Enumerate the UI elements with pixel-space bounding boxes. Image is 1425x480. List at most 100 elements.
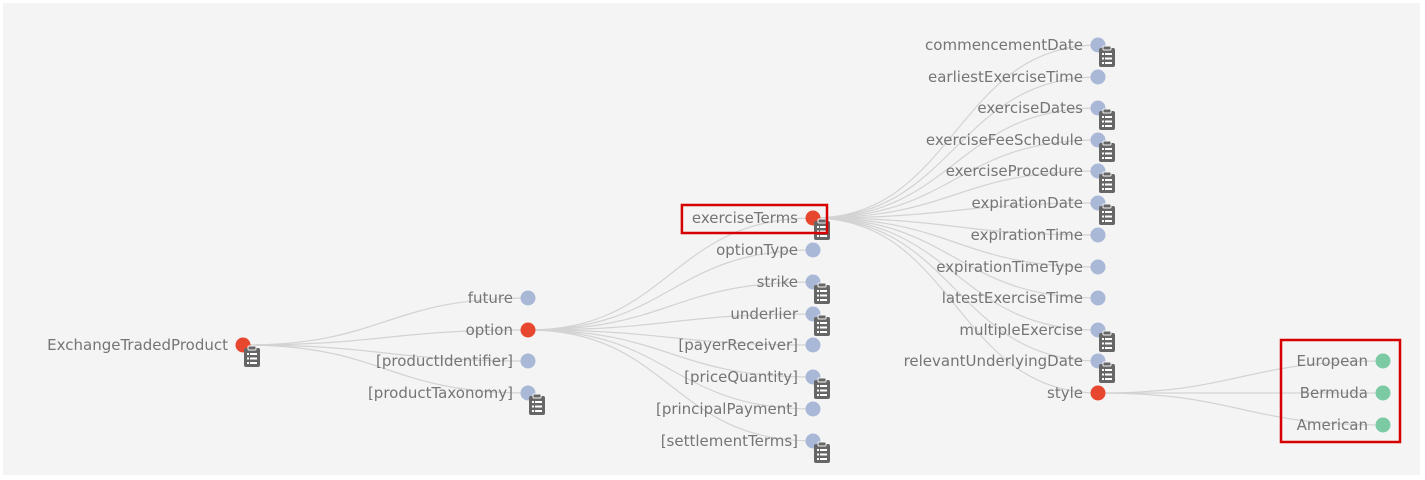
clipboard-icon[interactable] (1099, 108, 1115, 130)
clipboard-icon[interactable] (1099, 203, 1115, 225)
tree-node-product-identifier[interactable]: [productIdentifier] (376, 352, 536, 370)
tree-edges (242, 44, 1384, 442)
tree-edge (527, 329, 814, 442)
tree-edge (812, 217, 1099, 268)
tree-node-settlement-terms[interactable]: [settlementTerms] (661, 432, 821, 450)
node-label[interactable]: strike (757, 273, 798, 291)
node-label[interactable]: relevantUnderlyingDate (904, 352, 1083, 370)
node-circle[interactable] (1375, 417, 1391, 433)
tree-node-underlier[interactable]: underlier (730, 305, 821, 323)
tree-node-european[interactable]: European (1297, 352, 1391, 370)
tree-node-american[interactable]: American (1297, 416, 1391, 434)
node-label[interactable]: commencementDate (925, 36, 1083, 54)
node-label[interactable]: [principalPayment] (656, 400, 798, 418)
tree-node-expiration-time[interactable]: expirationTime (971, 226, 1106, 244)
highlight-box-exercise-terms (680, 203, 829, 235)
tree-edge (242, 297, 529, 346)
clipboard-icon[interactable] (814, 441, 830, 463)
node-label[interactable]: expirationTime (971, 226, 1083, 244)
node-label[interactable]: latestExerciseTime (942, 289, 1083, 307)
tree-edge (812, 139, 1099, 219)
node-label[interactable]: option (466, 321, 513, 339)
clipboard-icon[interactable] (814, 314, 830, 336)
node-circle[interactable] (520, 353, 536, 369)
node-label[interactable]: style (1047, 384, 1083, 402)
tree-edge (527, 329, 814, 346)
tree-node-exercise-procedure[interactable]: exerciseProcedure (946, 162, 1106, 180)
node-circle[interactable] (1090, 69, 1106, 85)
node-circle[interactable] (1090, 259, 1106, 275)
node-circle[interactable] (1090, 227, 1106, 243)
node-circle[interactable] (805, 337, 821, 353)
tree-edge (527, 217, 814, 331)
tree-edge (812, 107, 1099, 219)
node-label[interactable]: expirationDate (972, 194, 1083, 212)
tree-node-commencement-date[interactable]: commencementDate (925, 36, 1106, 54)
node-label[interactable]: [settlementTerms] (661, 432, 798, 450)
node-label[interactable]: earliestExerciseTime (928, 68, 1083, 86)
node-label[interactable]: [payerReceiver] (678, 336, 798, 354)
clipboard-icon[interactable] (1099, 361, 1115, 383)
tree-nodes: ExchangeTradedProduct future option [produc… (47, 36, 1391, 463)
node-circle[interactable] (520, 322, 536, 338)
clipboard-icon[interactable] (814, 282, 830, 304)
node-label[interactable]: underlier (730, 305, 798, 323)
tree-node-payer-receiver[interactable]: [payerReceiver] (678, 336, 821, 354)
clipboard-icon[interactable] (814, 377, 830, 399)
tree-edge (527, 329, 814, 378)
tree-node-relevant-underlying-date[interactable]: relevantUnderlyingDate (904, 352, 1106, 370)
tree-node-earliest-exercise-time[interactable]: earliestExerciseTime (928, 68, 1106, 86)
node-label[interactable]: exerciseTerms (692, 209, 798, 227)
tree-node-exercise-fee-schedule[interactable]: exerciseFeeSchedule (926, 131, 1106, 149)
node-circle[interactable] (805, 401, 821, 417)
node-circle[interactable] (1375, 353, 1391, 369)
node-label[interactable]: American (1297, 416, 1368, 434)
node-label[interactable]: exerciseProcedure (946, 162, 1083, 180)
node-circle[interactable] (1090, 290, 1106, 306)
node-label[interactable]: [priceQuantity] (684, 368, 798, 386)
tree-node-option-type[interactable]: optionType (716, 241, 821, 259)
tree-diagram: ExchangeTradedProduct future option [produc… (47, 36, 1402, 463)
node-label[interactable]: Bermuda (1300, 384, 1368, 402)
clipboard-icon[interactable] (1099, 45, 1115, 67)
node-label[interactable]: expirationTimeType (936, 258, 1083, 276)
clipboard-icon[interactable] (1099, 171, 1115, 193)
tree-node-style[interactable]: style (1047, 384, 1106, 402)
tree-edge (1097, 392, 1384, 426)
tree-edge (527, 329, 814, 410)
tree-edge (812, 170, 1099, 219)
tree-node-exchange-traded-product[interactable]: ExchangeTradedProduct (47, 336, 251, 354)
node-label[interactable]: future (468, 289, 513, 307)
clipboard-icon[interactable] (1099, 330, 1115, 352)
node-label[interactable]: optionType (716, 241, 798, 259)
tree-node-strike[interactable]: strike (757, 273, 821, 291)
clipboard-icon[interactable] (1099, 140, 1115, 162)
node-label[interactable]: exerciseFeeSchedule (926, 131, 1083, 149)
highlight-boxes (680, 203, 1402, 444)
tree-node-future[interactable]: future (468, 289, 536, 307)
node-label[interactable]: [productIdentifier] (376, 352, 513, 370)
node-circle[interactable] (1375, 385, 1391, 401)
clipboard-icon[interactable] (244, 345, 260, 367)
node-label[interactable]: ExchangeTradedProduct (47, 336, 228, 354)
tree-node-product-taxonomy[interactable]: [productTaxonomy] (368, 384, 536, 402)
tree-node-option[interactable]: option (466, 321, 536, 339)
tree-node-latest-exercise-time[interactable]: latestExerciseTime (942, 289, 1106, 307)
tree-node-bermuda[interactable]: Bermuda (1300, 384, 1391, 402)
tree-edge (242, 329, 529, 346)
tree-edge (812, 44, 1099, 219)
node-label[interactable]: European (1297, 352, 1368, 370)
clipboard-icon[interactable] (529, 393, 545, 415)
tree-node-principal-payment[interactable]: [principalPayment] (656, 400, 821, 418)
tree-edge (812, 217, 1099, 299)
node-label[interactable]: multipleExercise (959, 321, 1083, 339)
highlight-box-style-values (1279, 338, 1402, 444)
node-label[interactable]: [productTaxonomy] (368, 384, 513, 402)
node-circle[interactable] (520, 290, 536, 306)
node-circle[interactable] (1090, 385, 1106, 401)
node-circle[interactable] (805, 242, 821, 258)
tree-node-expiration-time-type[interactable]: expirationTimeType (936, 258, 1106, 276)
node-label[interactable]: exerciseDates (977, 99, 1083, 117)
tree-edge (242, 344, 529, 362)
tree-edge (812, 217, 1099, 394)
